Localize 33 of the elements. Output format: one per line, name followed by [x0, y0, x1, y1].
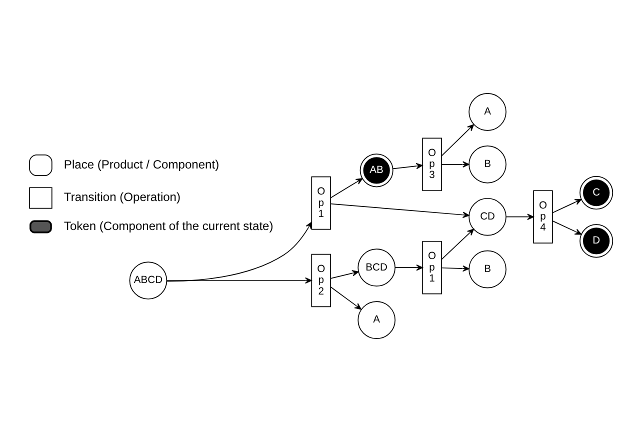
node-circle: A: [358, 301, 396, 339]
arrow: [441, 124, 474, 156]
node-circle: B: [468, 145, 506, 184]
legend-label: Place (Product / Component): [64, 157, 220, 172]
arrow: [330, 270, 359, 279]
node-box: O p 3: [422, 138, 442, 192]
node-box: O p 1: [311, 176, 331, 230]
arrow: [441, 265, 470, 272]
arrow: [330, 178, 363, 198]
node-circle: C: [580, 176, 614, 210]
legend-label: Transition (Operation): [64, 190, 181, 204]
arrow: [552, 199, 582, 214]
node-box: O p 1: [422, 240, 442, 294]
arrow: [441, 161, 470, 168]
arrow: [330, 203, 470, 218]
arrow: [441, 228, 474, 260]
arrow: [506, 214, 534, 220]
arrow: [552, 220, 582, 235]
legend-label: Token (Component of the current state): [64, 218, 274, 233]
node-circle: AB: [360, 154, 394, 188]
node-circle: A: [468, 93, 506, 131]
node-circle: CD: [468, 198, 506, 236]
arrow: [392, 162, 423, 170]
node-box: O p 2: [311, 254, 331, 308]
node-circle: BCD: [358, 248, 396, 287]
arrow: [166, 277, 312, 284]
node-circle: ABCD: [129, 262, 168, 300]
arrow: [394, 264, 423, 271]
node-circle: D: [580, 224, 614, 258]
node-circle: B: [468, 250, 506, 288]
node-box: O p 4: [533, 190, 553, 244]
arrow: [330, 286, 362, 310]
arrow: [166, 222, 312, 282]
